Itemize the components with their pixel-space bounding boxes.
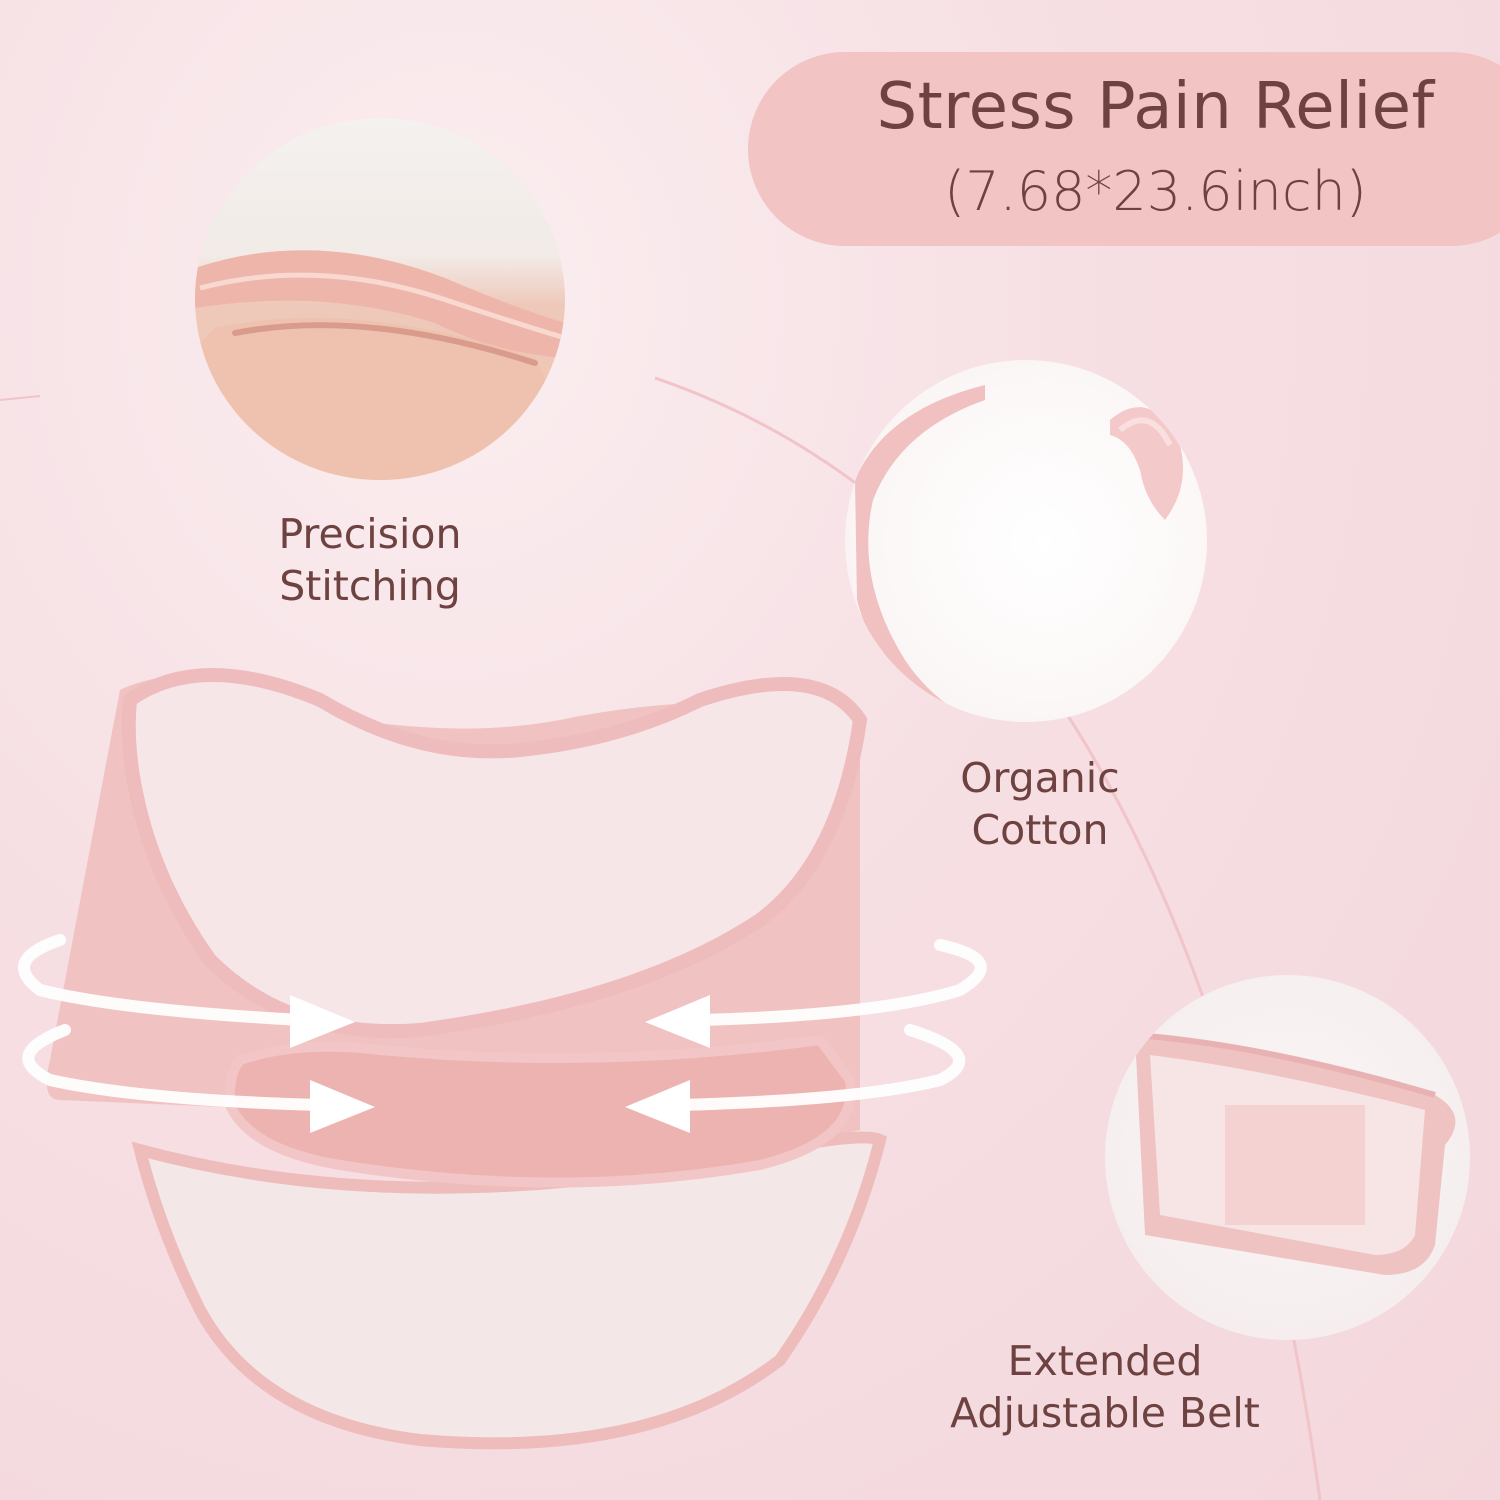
compression-arrows	[18, 934, 987, 1111]
title-text: Stress Pain Relief	[876, 70, 1435, 144]
size-text: (7.68*23.6inch)	[944, 160, 1367, 223]
arrow-heads	[290, 995, 710, 1133]
stitching-closeup	[195, 118, 565, 480]
belt-illustration	[18, 668, 987, 1450]
belt-closeup	[1105, 975, 1470, 1340]
feature-label-stitching: Precision Stitching	[278, 510, 462, 610]
feature-label-cotton: Organic Cotton	[960, 754, 1120, 854]
feature-label-belt: Extended Adjustable Belt	[950, 1337, 1260, 1437]
cotton-closeup	[845, 360, 1207, 722]
belt-upper-lining	[121, 668, 868, 1039]
velcro-strap	[224, 1034, 856, 1188]
title-pill	[748, 52, 1500, 246]
